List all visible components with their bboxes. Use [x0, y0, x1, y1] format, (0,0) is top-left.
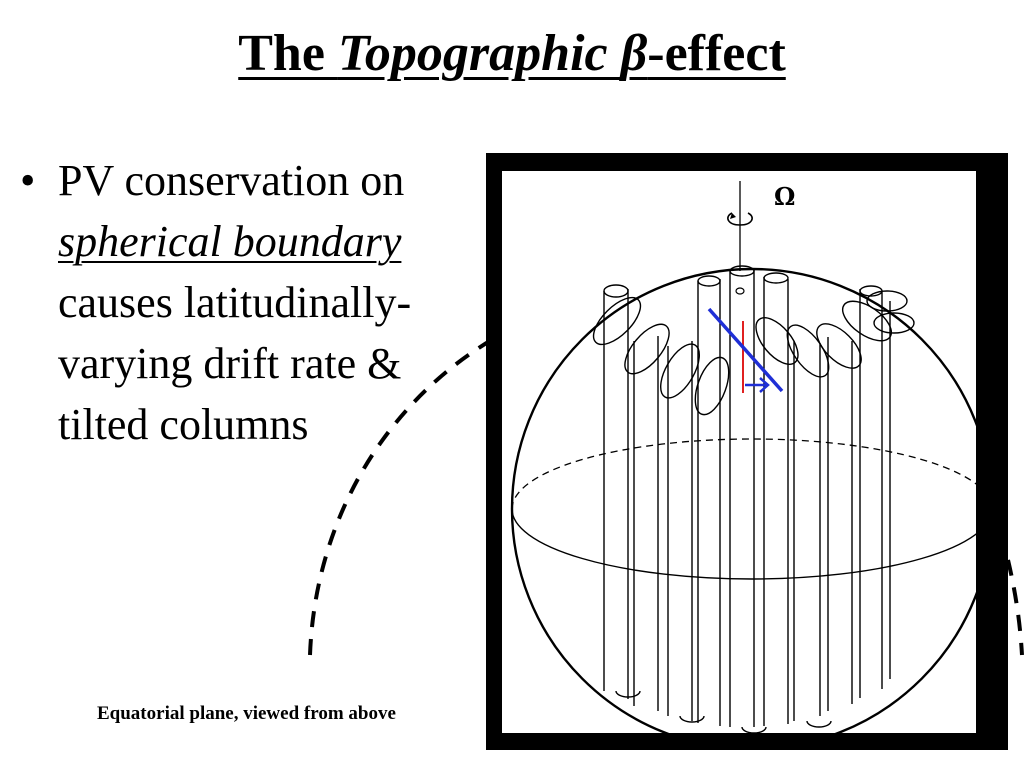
sphere-columns-diagram: Ω: [510, 181, 976, 733]
rotation-arrow-icon: [727, 212, 753, 226]
title-suffix: -effect: [647, 25, 786, 82]
equator-front: [511, 508, 976, 580]
title-prefix: The: [238, 25, 338, 82]
slide-title: The Topographic β-effect: [0, 28, 1024, 80]
bullet-line-1: PV conservation on: [58, 156, 405, 205]
convection-columns: [592, 265, 915, 733]
bullet-point: • PV conservation on spherical boundary …: [20, 150, 490, 455]
rotation-label: Ω: [774, 182, 795, 211]
title-beta-symbol: β: [620, 25, 648, 82]
figure-panel: Ω: [502, 171, 976, 733]
figure-caption: Equatorial plane, viewed from above: [97, 703, 396, 724]
figure-frame: Ω: [486, 153, 1008, 750]
bullet-marker: •: [20, 156, 36, 205]
tilt-line: [707, 307, 784, 393]
equator-back: [511, 438, 976, 510]
bullet-line-2: spherical boundary: [58, 217, 402, 266]
bullet-line-3: causes latitudinally-: [58, 278, 412, 327]
title-italic: Topographic: [337, 25, 621, 82]
bullet-line-4: varying drift rate &: [58, 339, 402, 388]
bullet-line-5: tilted columns: [58, 400, 309, 449]
